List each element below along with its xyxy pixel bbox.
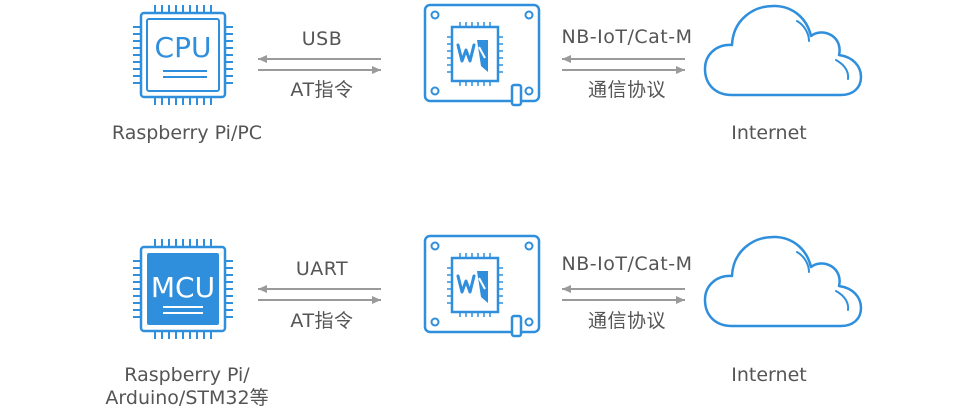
- host-caption-line-2: Arduino/STM32等: [105, 387, 268, 409]
- cloud-icon: [703, 235, 863, 328]
- arrow-to-module: [561, 54, 686, 64]
- link-command-label: AT指令: [290, 310, 353, 332]
- row-1: CPU Raspberry Pi/PC USB AT指令 NB-IoT/Cat-…: [112, 3, 863, 144]
- arrow-to-host: [257, 54, 382, 64]
- waveshare-module-icon: [423, 234, 541, 338]
- arrow-to-cloud: [561, 65, 686, 75]
- arrow-to-module: [257, 65, 382, 75]
- arrow-to-module: [257, 295, 382, 305]
- link-protocol-label: UART: [296, 258, 348, 280]
- arrow-to-module: [561, 284, 686, 294]
- waveshare-module-icon: [423, 3, 541, 107]
- network-label: NB-IoT/Cat-M: [562, 253, 693, 275]
- network-label: NB-IoT/Cat-M: [562, 26, 693, 48]
- host-caption: Raspberry Pi/PC: [112, 122, 262, 144]
- link-command-label: AT指令: [290, 79, 353, 101]
- row-2: MCU Raspberry Pi/ Arduino/STM32等 UART AT…: [105, 234, 863, 409]
- chip-label-mcu: MCU: [151, 271, 215, 304]
- arrow-to-cloud: [561, 295, 686, 305]
- link-protocol-label: USB: [302, 28, 343, 50]
- chip-label-cpu: CPU: [155, 31, 212, 64]
- mcu-chip-filled-icon: MCU: [132, 238, 234, 340]
- cloud-icon: [703, 4, 863, 97]
- host-caption-line-1: Raspberry Pi/: [124, 364, 250, 386]
- cpu-chip-outline-icon: CPU: [132, 4, 234, 106]
- cloud-caption: Internet: [731, 122, 806, 144]
- protocol-label: 通信协议: [588, 310, 666, 332]
- cloud-caption: Internet: [731, 364, 806, 386]
- arrow-to-host: [257, 284, 382, 294]
- protocol-label: 通信协议: [588, 79, 666, 101]
